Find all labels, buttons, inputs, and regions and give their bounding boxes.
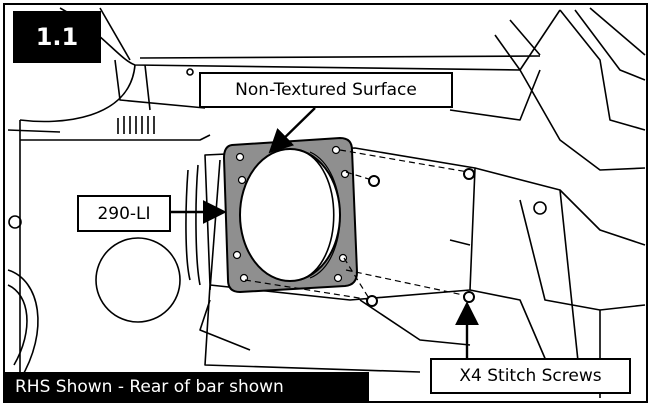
adapter-plate-290-li <box>222 136 359 294</box>
leader-surface <box>268 107 316 154</box>
leader-arrows <box>171 107 479 358</box>
callout-non-textured-surface: Non-Textured Surface <box>199 72 453 108</box>
stitch-screw <box>463 168 475 180</box>
stitch-screw <box>368 175 380 187</box>
step-number-badge: 1.1 <box>13 11 101 63</box>
callout-part-number: 290-LI <box>77 195 171 232</box>
vehicle-body-linework <box>7 7 646 398</box>
caption-bar: RHS Shown - Rear of bar shown <box>5 372 369 402</box>
stitch-screw <box>463 291 475 303</box>
callout-stitch-screws: X4 Stitch Screws <box>430 358 631 394</box>
stitch-screw <box>366 295 378 307</box>
screw-alignment-lines <box>244 149 469 301</box>
